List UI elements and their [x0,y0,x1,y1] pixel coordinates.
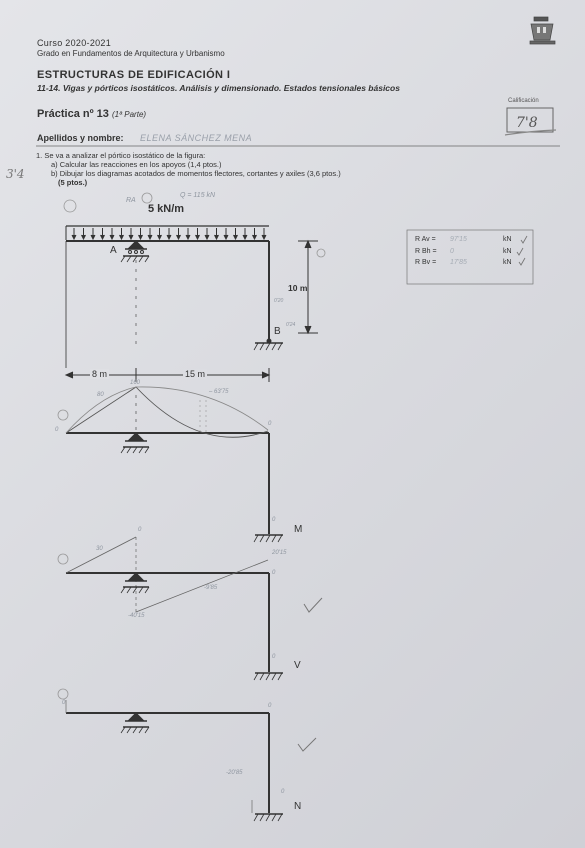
load-label: 5 kN/m [148,203,185,215]
moment-mark-0c: 0 [272,517,276,523]
load-arrowhead [214,234,219,241]
reaction-av-label: R Av = [415,236,436,243]
shear-mark-0c: 0 [272,654,276,660]
reaction-bh-label: R Bh = [415,248,437,255]
university-logo [529,16,556,45]
load-arrowhead [176,234,181,241]
question-points: (5 ptos.) [58,178,88,187]
load-arrowhead [195,234,200,241]
support-a-symbol [120,240,150,263]
axial-mark-2085: -20'85 [226,770,243,776]
moment-mark-160: 160 [130,380,141,386]
reaction-av-value: 97'15 [450,236,467,243]
shear-mark-985: -9'85 [204,585,218,591]
span-right: 15 m [183,369,208,379]
load-arrowhead [119,234,124,241]
reaction-checkmarks [516,235,528,266]
question-part-a: a) Calcular las reacciones en los apoyos… [51,160,222,169]
load-arrowhead [233,234,238,241]
note-mini-a: 0'20 [274,298,284,304]
course-year: Curso 2020-2021 [37,38,112,48]
question-part-b: b) Dibujar los diagramas acotados de mom… [51,169,341,178]
shear-diagram [57,536,323,681]
reaction-bv-label: R Bv = [415,259,437,266]
axial-label: N [294,801,302,812]
load-arrowhead [138,234,143,241]
student-name: ELENA SÁNCHEZ MENA [140,133,253,143]
shear-mark-0: 0 [138,527,142,533]
label-b: B [274,326,281,337]
load-arrowhead [71,234,77,241]
note-mini-b: 0'24 [286,322,296,328]
load-arrows [71,228,267,241]
shear-label: V [294,660,301,671]
label-a: A [110,245,117,256]
load-arrowhead [166,234,172,241]
load-arrowhead [242,234,248,241]
shear-mark-4015: -40'15 [128,613,145,619]
shear-mark-30: 30 [96,546,103,552]
height-dimension: 10 m [288,283,308,293]
moment-support-b [253,534,283,543]
load-arrowhead [252,234,257,241]
load-arrowhead [100,234,105,241]
practice-title: Práctica nº 13 (1ª Parte) [37,108,147,120]
load-arrowhead [185,234,191,241]
axial-mark-0c: 0 [281,789,285,795]
load-arrowhead [147,234,153,241]
shear-mark-0b: 0 [272,570,276,576]
note-q-total: Q = 115 kN [180,192,216,199]
load-arrowhead [128,234,134,241]
support-b-symbol [253,338,283,351]
axial-diagram [57,688,317,822]
grade-underline [504,129,557,136]
question-statement: 1. Se va a analizar el pórtico isostátic… [36,151,206,160]
moment-diagram [57,386,283,543]
degree-name: Grado en Fundamentos de Arquitectura y U… [37,49,225,58]
subject-title: ESTRUCTURAS DE EDIFICACIÓN I [37,69,231,81]
grade-value: 7'8 [516,115,538,131]
load-arrowhead [157,234,162,241]
name-label: Apellidos y nombre: [37,133,124,143]
moment-support-a [120,432,150,454]
topics-line: 11-14. Vigas y pórticos isostáticos. Aná… [37,83,400,93]
question-score: 3'4 [6,167,25,181]
grade-label: Calificación [508,98,539,104]
shear-support-a [120,572,150,594]
load-arrowhead [223,234,229,241]
moment-mark-6375: – 63'75 [209,389,229,395]
reaction-bv-unit: kN [503,259,512,266]
reaction-av-unit: kN [503,236,512,243]
reaction-bh-unit: kN [503,248,512,255]
reaction-bv-value: 17'85 [450,259,467,266]
load-arrowhead [261,234,267,241]
moment-mark-0b: 0 [268,421,272,427]
span-left: 8 m [90,369,110,379]
shear-support-b [253,672,283,681]
reactions-box [406,229,534,285]
load-arrowhead [81,234,86,241]
axial-mark-0b: 0 [268,703,272,709]
frame-figure [63,192,326,382]
note-ra: RA [126,197,136,204]
shear-mark-2015: 20'15 [272,550,287,556]
moment-mark-80: 80 [97,392,104,398]
load-arrowhead [204,234,210,241]
moment-label: M [294,524,303,535]
reaction-bh-value: 0 [450,248,454,255]
axial-support-a [120,712,150,734]
load-arrowhead [109,234,115,241]
axial-support-b [253,813,283,822]
axial-mark-0a: 0 [62,700,66,706]
load-arrowhead [90,234,96,241]
moment-mark-0a: 0 [55,427,59,433]
